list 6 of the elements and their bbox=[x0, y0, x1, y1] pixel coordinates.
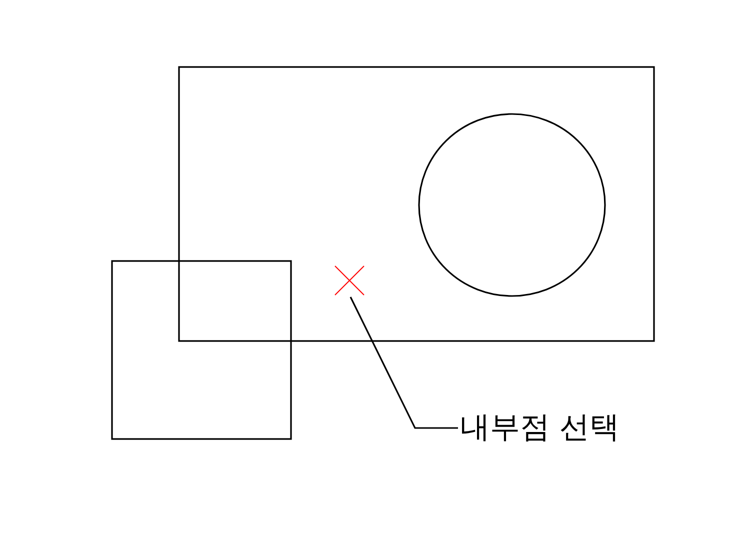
annotation-text: 내부점 선택 bbox=[460, 408, 620, 448]
rectangle-shape bbox=[178, 66, 655, 342]
circle-shape bbox=[418, 113, 606, 297]
leader-line bbox=[350, 296, 458, 429]
pick-point-mark bbox=[334, 265, 365, 296]
rectangle-shape bbox=[111, 260, 292, 440]
